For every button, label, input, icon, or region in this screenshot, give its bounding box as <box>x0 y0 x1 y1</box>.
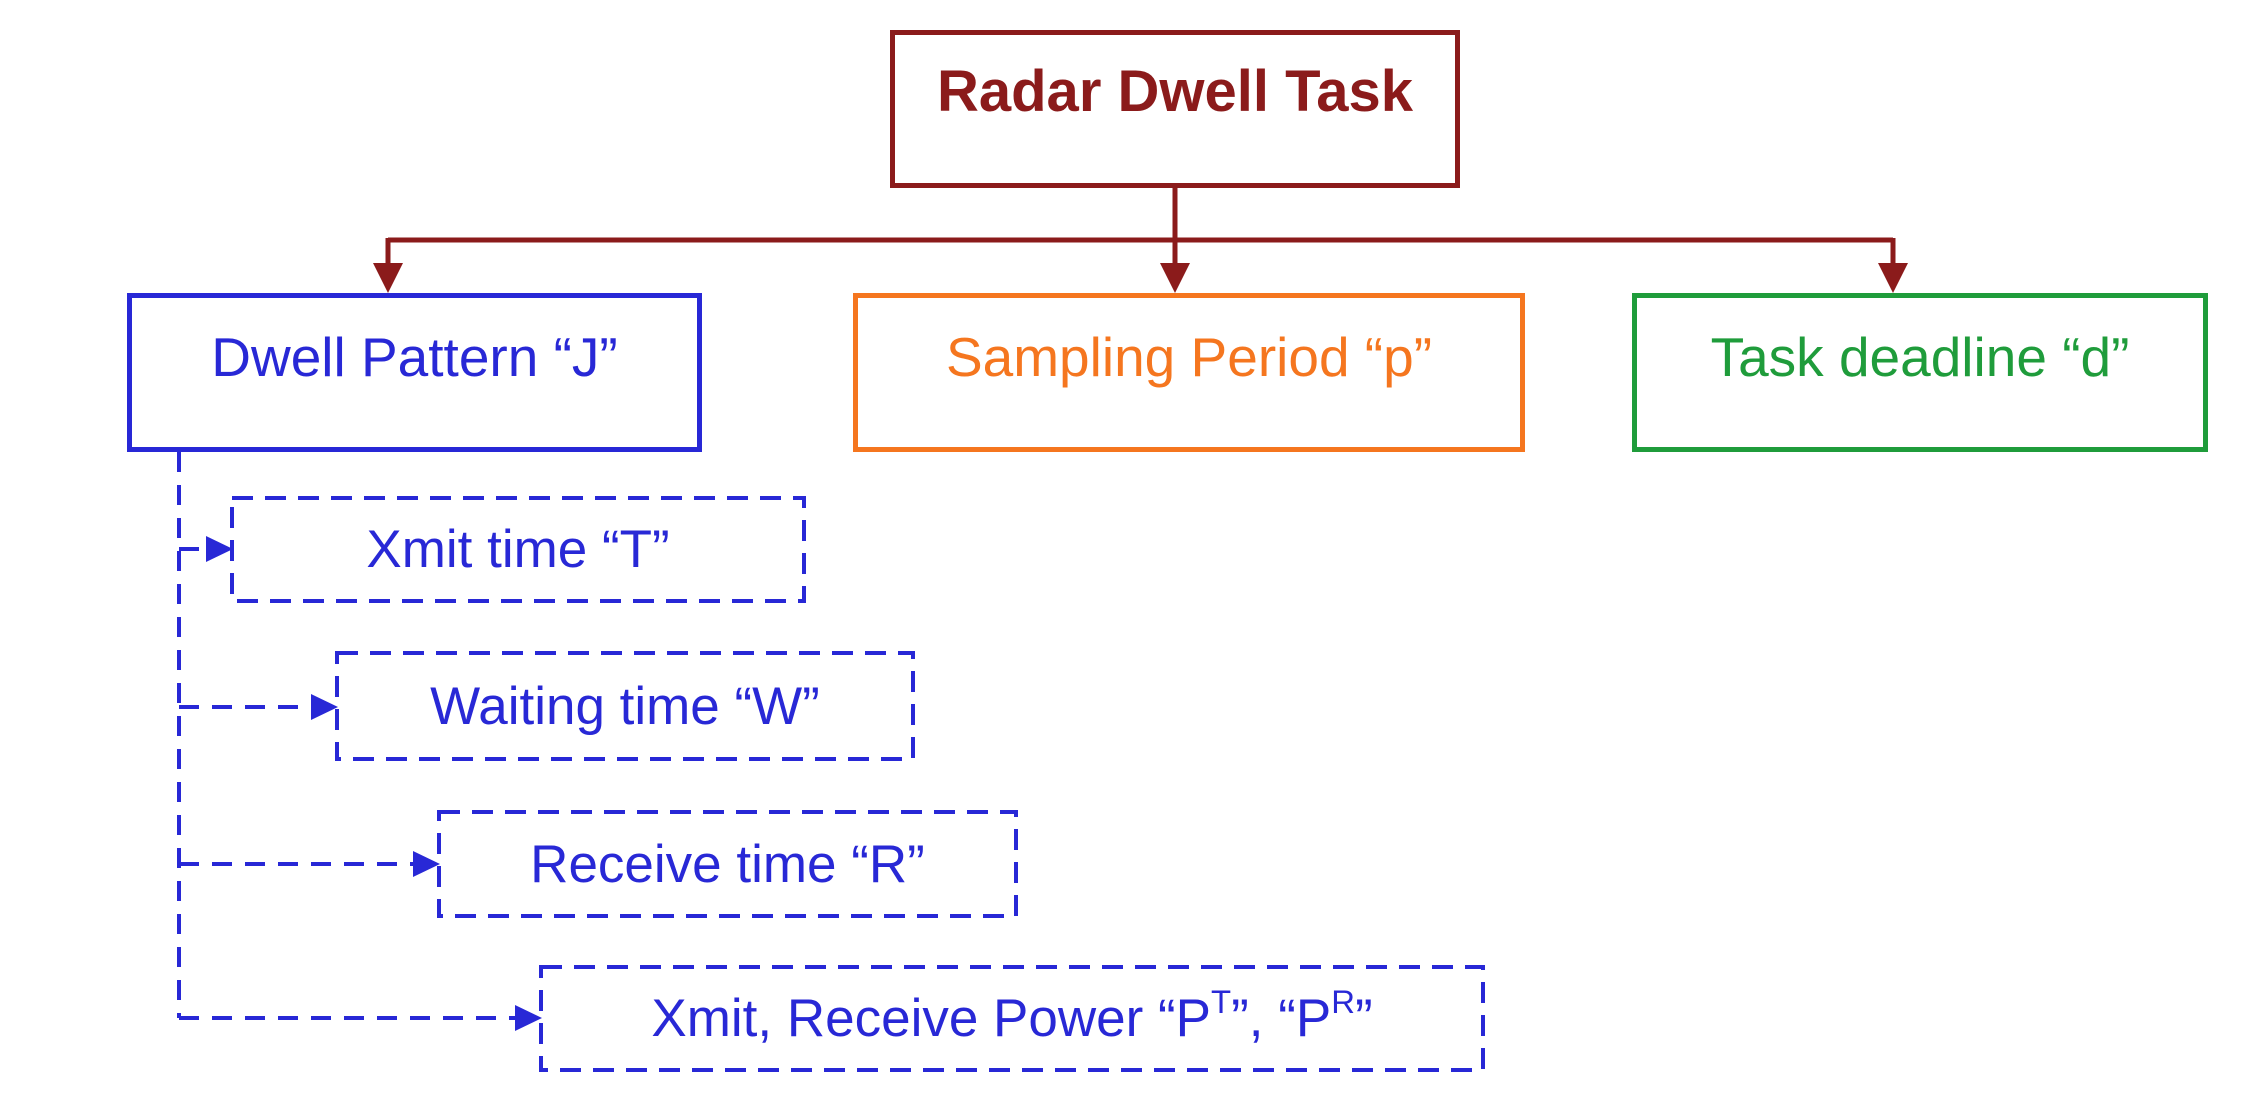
xmit-time-box-border <box>230 496 806 603</box>
power-label-sup-r: R <box>1331 983 1355 1021</box>
waiting-time-box: Waiting time “W” <box>337 653 913 759</box>
dwell-pattern-label: Dwell Pattern “J” <box>211 325 618 388</box>
receive-time-label: Receive time “R” <box>530 834 925 894</box>
power-label-sup-t: T <box>1211 983 1232 1021</box>
power-box-border <box>539 965 1485 1072</box>
xmit-receive-power-label: Xmit, Receive Power “PT”, “PR” <box>651 985 1373 1049</box>
receive-time-box: Receive time “R” <box>439 812 1016 916</box>
xmit-time-label: Xmit time “T” <box>366 520 670 579</box>
left-branch-arrowhead <box>373 263 403 293</box>
power-label-part1: Xmit, Receive Power “P <box>651 989 1212 1048</box>
task-deadline-label: Task deadline “d” <box>1710 325 2130 388</box>
power-label-part3: ” <box>1354 989 1373 1048</box>
power-branch-arrowhead <box>515 1005 542 1031</box>
waiting-branch-arrowhead <box>311 694 338 720</box>
waiting-time-box-border <box>335 651 915 761</box>
right-branch-arrowhead <box>1878 263 1908 293</box>
waiting-time-label: Waiting time “W” <box>430 676 820 736</box>
xmit-time-box: Xmit time “T” <box>232 498 804 601</box>
center-branch-arrowhead <box>1160 263 1190 293</box>
power-label-part2: ”, “P <box>1231 989 1332 1048</box>
task-deadline-box: Task deadline “d” <box>1632 293 2208 452</box>
receive-time-box-border <box>437 810 1018 918</box>
sampling-period-label: Sampling Period “p” <box>945 325 1433 388</box>
radar-dwell-task-label: Radar Dwell Task <box>936 58 1413 124</box>
radar-dwell-task-box: Radar Dwell Task <box>890 30 1460 188</box>
dwell-pattern-box: Dwell Pattern “J” <box>127 293 702 452</box>
xmit-receive-power-box: Xmit, Receive Power “PT”, “PR” <box>541 967 1483 1070</box>
xmit-branch-arrowhead <box>206 536 233 562</box>
receive-branch-arrowhead <box>413 851 440 877</box>
sampling-period-box: Sampling Period “p” <box>853 293 1525 452</box>
